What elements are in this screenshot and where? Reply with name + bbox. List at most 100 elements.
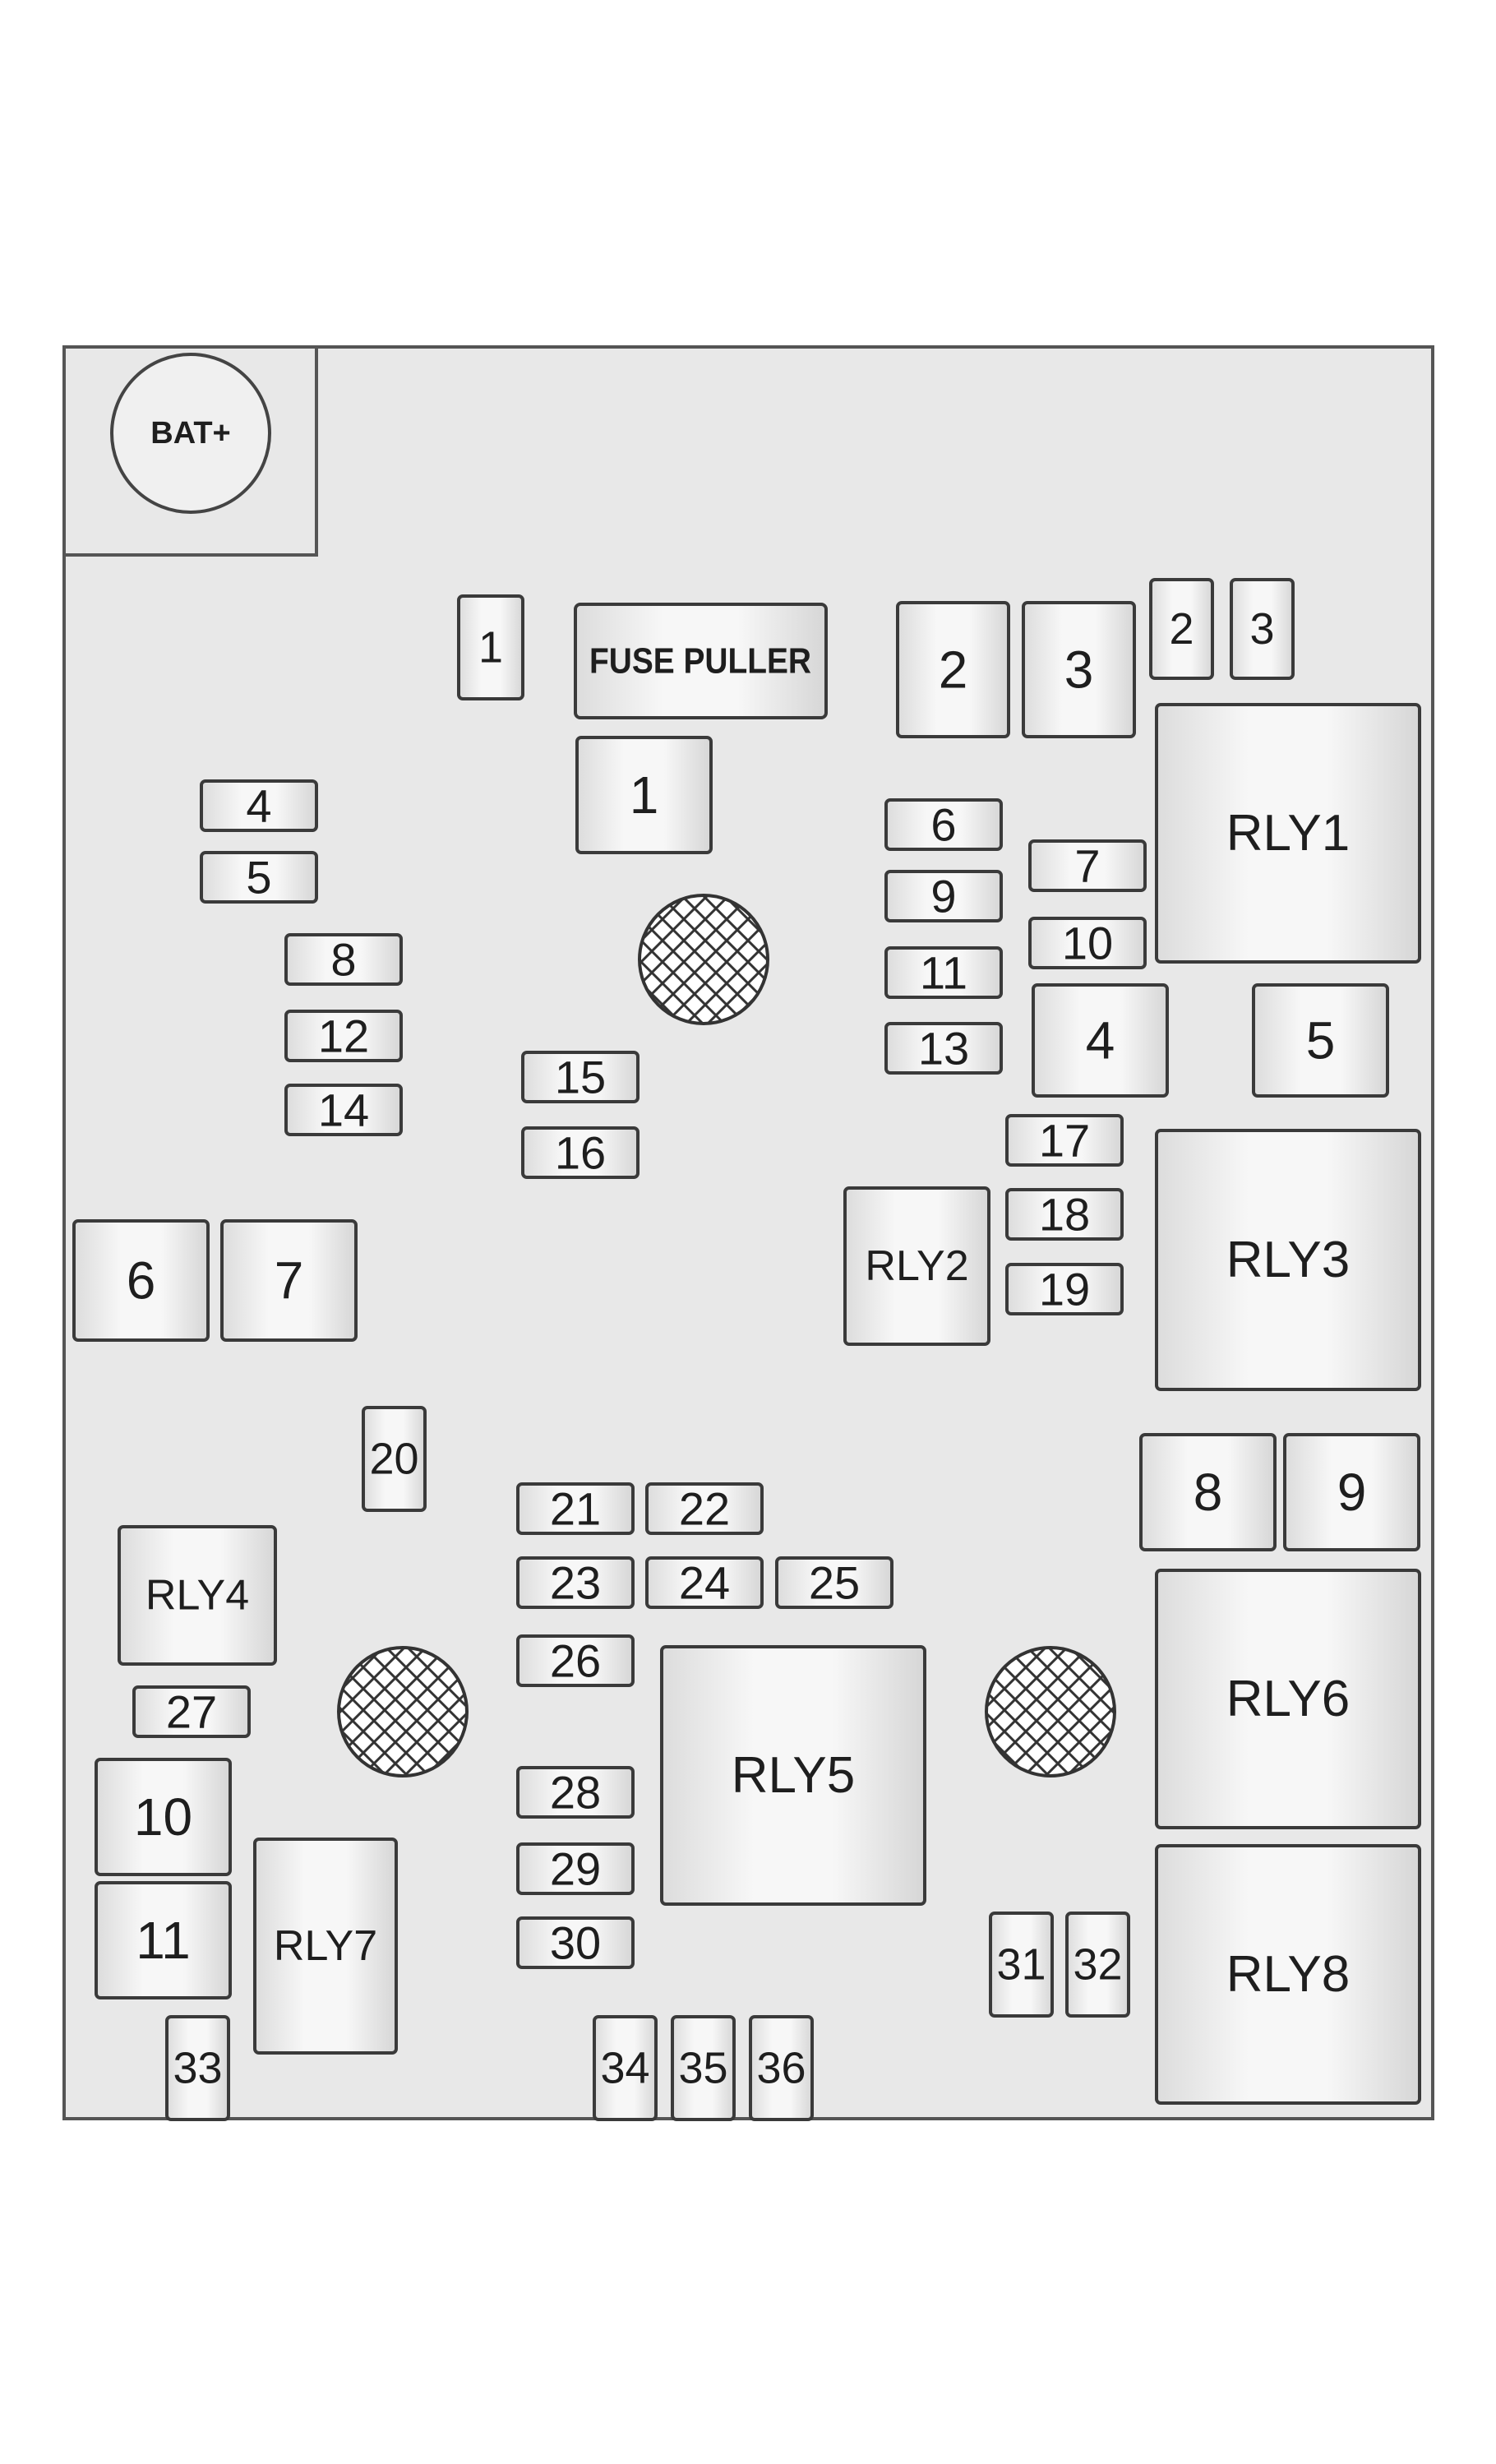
mini-fuse-32[interactable]: 32 — [1065, 1912, 1130, 2018]
mini-fuse-34[interactable]: 34 — [593, 2015, 658, 2121]
mini-fuse-15[interactable]: 15 — [521, 1051, 639, 1103]
jcase-fuse-8-body — [1139, 1433, 1277, 1551]
relay-rly8[interactable]: RLY8 — [1155, 1844, 1421, 2105]
mini-fuse-36-label: 36 — [756, 2044, 806, 2093]
relay-rly7-label: RLY7 — [274, 1922, 377, 1970]
relay-rly6[interactable]: RLY6 — [1155, 1569, 1421, 1829]
mini-fuse-1[interactable]: 1 — [457, 594, 524, 700]
mini-fuse-15-body — [521, 1051, 639, 1103]
mini-fuse-16-label: 16 — [555, 1127, 606, 1179]
mini-fuse-31[interactable]: 31 — [989, 1912, 1054, 2018]
relay-rly8-label: RLY8 — [1226, 1946, 1351, 2003]
jcase-fuse-9[interactable]: 9 — [1283, 1433, 1420, 1551]
relay-rly4[interactable]: RLY4 — [118, 1525, 277, 1666]
mini-fuse-35[interactable]: 35 — [671, 2015, 736, 2121]
jcase-fuse-4-body — [1032, 983, 1169, 1098]
mini-fuse-24[interactable]: 24 — [645, 1556, 764, 1609]
mini-fuse-22[interactable]: 22 — [645, 1482, 764, 1535]
mini-fuse-27[interactable]: 27 — [132, 1685, 251, 1738]
mini-fuse-2[interactable]: 2 — [1149, 578, 1214, 680]
mini-fuse-18-body — [1005, 1188, 1124, 1241]
mini-fuse-33-body — [165, 2015, 230, 2121]
mini-fuse-19[interactable]: 19 — [1005, 1263, 1124, 1315]
jcase-fuse-3-label: 3 — [1064, 640, 1094, 700]
mini-fuse-26[interactable]: 26 — [516, 1634, 635, 1687]
relay-rly7[interactable]: RLY7 — [253, 1838, 398, 2055]
mini-fuse-28[interactable]: 28 — [516, 1766, 635, 1819]
mini-fuse-27-label: 27 — [166, 1686, 217, 1738]
fuse-puller[interactable]: FUSE PULLER — [574, 603, 828, 719]
mini-fuse-7[interactable]: 7 — [1028, 839, 1147, 892]
mini-fuse-21-label: 21 — [550, 1483, 601, 1535]
jcase-fuse-4[interactable]: 4 — [1032, 983, 1169, 1098]
mini-fuse-35-label: 35 — [678, 2044, 727, 2093]
jcase-fuse-2-label: 2 — [939, 640, 968, 700]
mini-fuse-10-body — [1028, 917, 1147, 969]
relay-rly2-label: RLY2 — [865, 1242, 968, 1290]
relay-rly1[interactable]: RLY1 — [1155, 703, 1421, 964]
mini-fuse-25[interactable]: 25 — [775, 1556, 893, 1609]
jcase-fuse-7-body — [220, 1219, 358, 1342]
mini-fuse-29[interactable]: 29 — [516, 1842, 635, 1895]
jcase-fuse-10-label: 10 — [134, 1787, 192, 1847]
relay-rly2[interactable]: RLY2 — [843, 1186, 990, 1346]
mini-fuse-10[interactable]: 10 — [1028, 917, 1147, 969]
jcase-fuse-11-body — [95, 1881, 232, 1999]
jcase-fuse-11[interactable]: 11 — [95, 1881, 232, 1999]
mini-fuse-19-body — [1005, 1263, 1124, 1315]
mini-fuse-4[interactable]: 4 — [200, 779, 318, 832]
mini-fuse-9[interactable]: 9 — [884, 870, 1003, 922]
mini-fuse-3[interactable]: 3 — [1230, 578, 1295, 680]
jcase-fuse-8[interactable]: 8 — [1139, 1433, 1277, 1551]
mini-fuse-14[interactable]: 14 — [284, 1084, 403, 1136]
mini-fuse-12[interactable]: 12 — [284, 1010, 403, 1062]
mini-fuse-5[interactable]: 5 — [200, 851, 318, 904]
relay-rly7-body — [253, 1838, 398, 2055]
mini-fuse-17-label: 17 — [1039, 1115, 1090, 1167]
mini-fuse-18[interactable]: 18 — [1005, 1188, 1124, 1241]
mini-fuse-17[interactable]: 17 — [1005, 1114, 1124, 1167]
jcase-fuse-5[interactable]: 5 — [1252, 983, 1389, 1098]
jcase-fuse-10[interactable]: 10 — [95, 1758, 232, 1876]
mini-fuse-16-body — [521, 1126, 639, 1179]
mini-fuse-27-body — [132, 1685, 251, 1738]
jcase-fuse-1[interactable]: 1 — [575, 736, 713, 854]
mini-fuse-30-body — [516, 1916, 635, 1969]
mini-fuse-30[interactable]: 30 — [516, 1916, 635, 1969]
mini-fuse-6[interactable]: 6 — [884, 798, 1003, 851]
mini-fuse-5-body — [200, 851, 318, 904]
mini-fuse-5-label: 5 — [246, 852, 271, 904]
jcase-fuse-7-label: 7 — [275, 1251, 304, 1311]
mini-fuse-12-body — [284, 1010, 403, 1062]
jcase-fuse-7[interactable]: 7 — [220, 1219, 358, 1342]
relay-rly4-label: RLY4 — [145, 1572, 249, 1620]
relay-rly6-label: RLY6 — [1226, 1671, 1351, 1727]
relay-rly6-body — [1155, 1569, 1421, 1829]
mini-fuse-10-label: 10 — [1062, 918, 1113, 969]
jcase-fuse-2[interactable]: 2 — [896, 601, 1010, 738]
jcase-fuse-6-label: 6 — [127, 1251, 156, 1311]
relay-rly2-body — [843, 1186, 990, 1346]
relay-rly3[interactable]: RLY3 — [1155, 1129, 1421, 1391]
jcase-fuse-6[interactable]: 6 — [72, 1219, 210, 1342]
jcase-fuse-3[interactable]: 3 — [1022, 601, 1136, 738]
mini-fuse-33[interactable]: 33 — [165, 2015, 230, 2121]
relay-rly1-body — [1155, 703, 1421, 964]
mini-fuse-14-label: 14 — [318, 1084, 369, 1136]
mini-fuse-11-label: 11 — [920, 947, 967, 999]
mini-fuse-13[interactable]: 13 — [884, 1022, 1003, 1075]
mini-fuse-23[interactable]: 23 — [516, 1556, 635, 1609]
relay-rly5[interactable]: RLY5 — [660, 1645, 926, 1906]
mini-fuse-20[interactable]: 20 — [362, 1406, 427, 1512]
mini-fuse-31-label: 31 — [996, 1940, 1046, 1990]
relay-rly5-body — [660, 1645, 926, 1906]
mini-fuse-16[interactable]: 16 — [521, 1126, 639, 1179]
jcase-fuse-3-body — [1022, 601, 1136, 738]
mini-fuse-36[interactable]: 36 — [749, 2015, 814, 2121]
mounting-point-top — [638, 894, 769, 1025]
mini-fuse-8[interactable]: 8 — [284, 933, 403, 986]
mini-fuse-21[interactable]: 21 — [516, 1482, 635, 1535]
mini-fuse-11[interactable]: 11 — [884, 946, 1003, 999]
jcase-fuse-8-label: 8 — [1194, 1463, 1223, 1522]
